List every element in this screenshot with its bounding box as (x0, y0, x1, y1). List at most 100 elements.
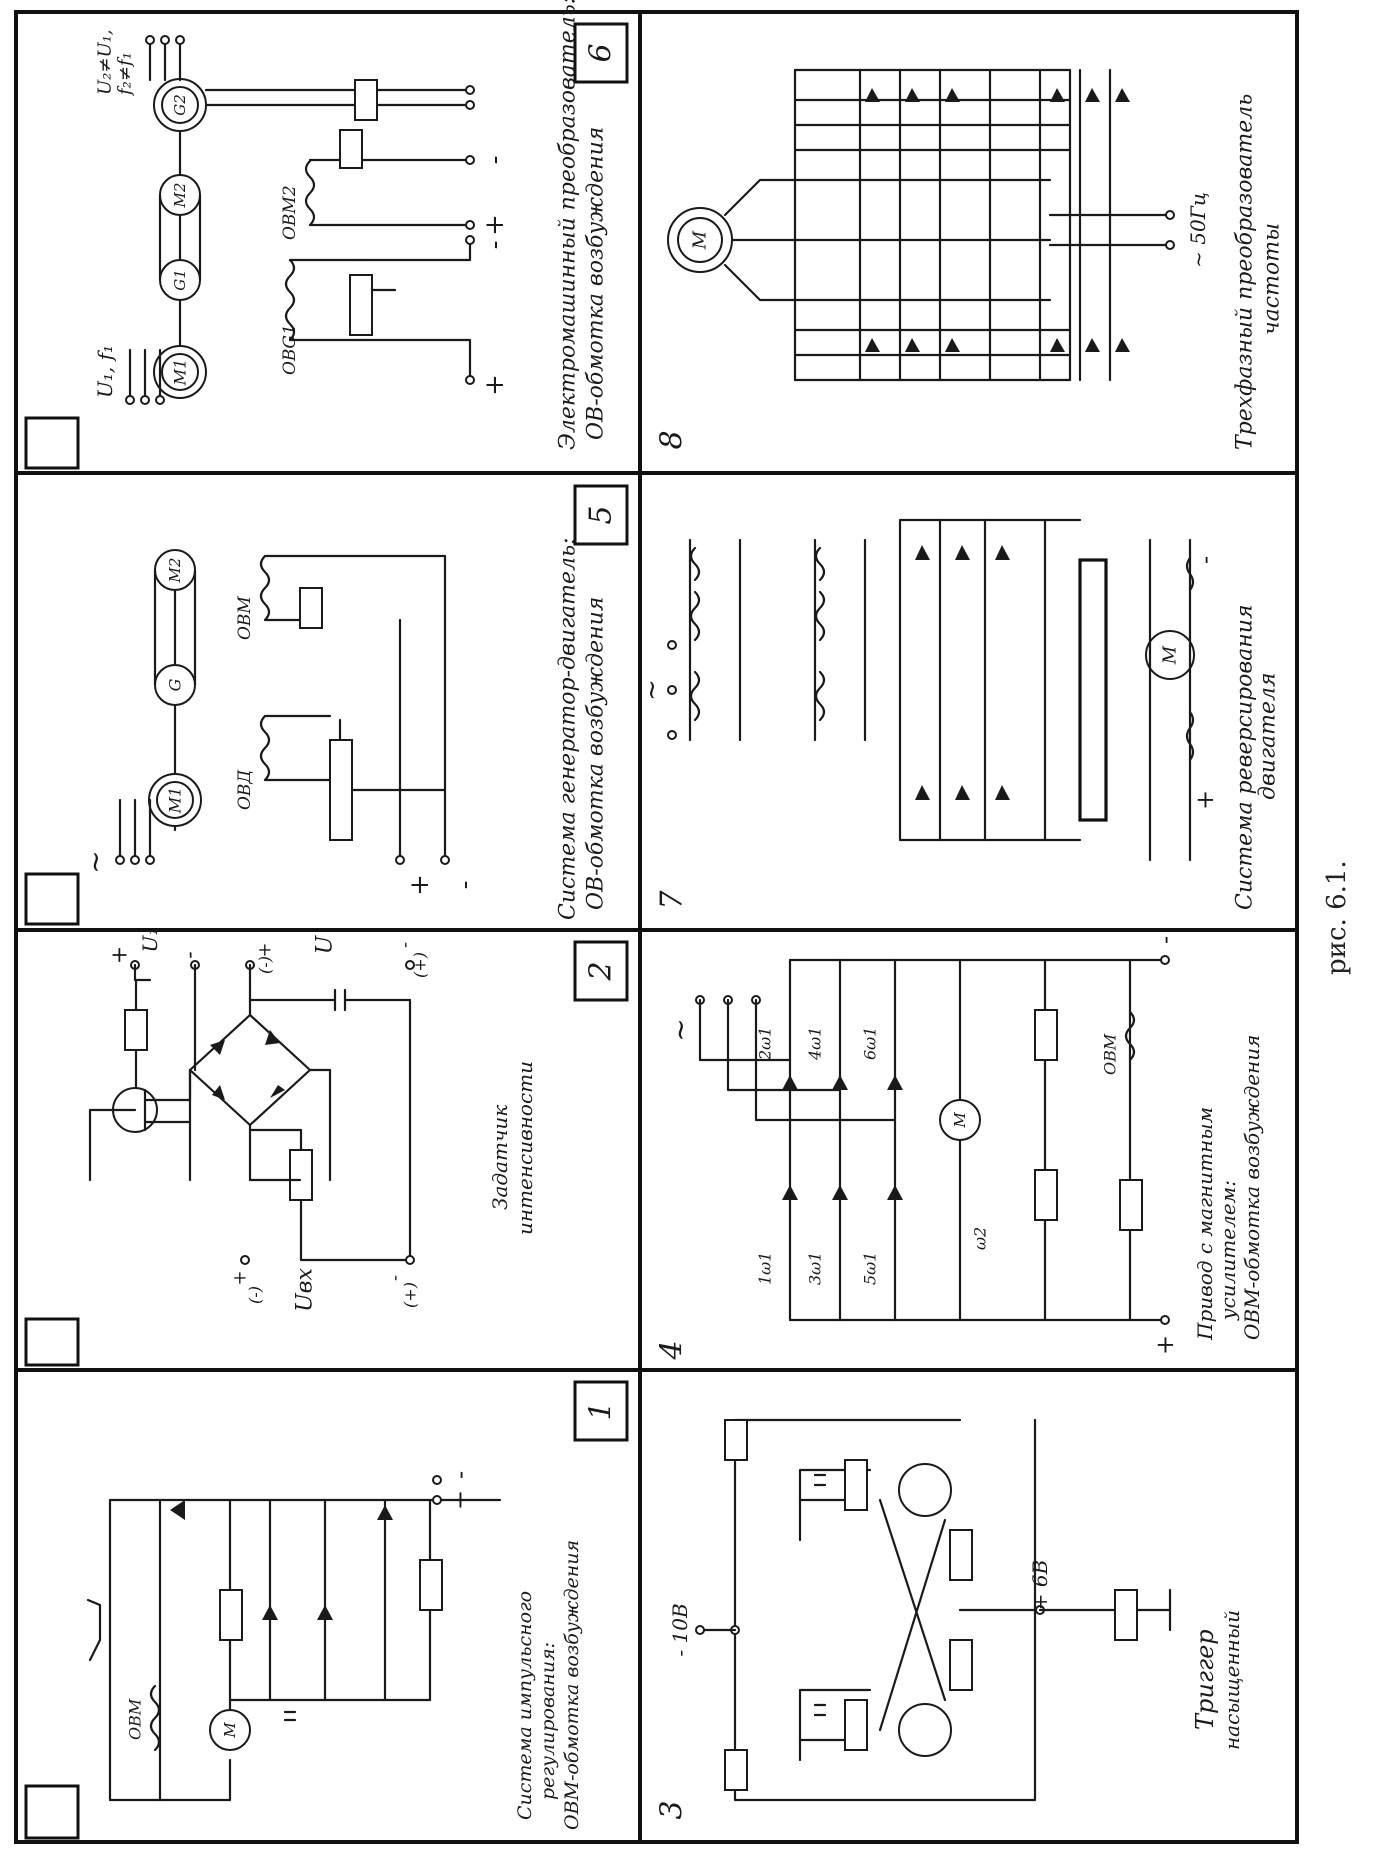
uout-minus: - (395, 942, 416, 948)
resistor-r1 (724, 1749, 748, 1791)
panel-1-number: 1 (584, 1401, 619, 1420)
uout-minus-alt: (+) (411, 952, 430, 978)
motor-label: М (951, 1112, 969, 1129)
panel-1-minus: - (446, 1471, 474, 1479)
resistor-r5 (949, 1639, 973, 1691)
panel-3-trigger: 3 - 10В + 6В Триггер насыщенный (655, 1418, 1244, 1820)
resistor-r7 (1114, 1589, 1138, 1641)
w4-label: 4ω1 (806, 1027, 825, 1061)
panel-5-caption-1: Система генератор-двигатель: (556, 538, 581, 920)
transistor-t1 (898, 1703, 952, 1757)
panel-4-number: 4 (655, 1340, 690, 1360)
w5-label: 5ω1 (861, 1252, 880, 1285)
resistor-r4 (724, 1419, 748, 1461)
w6-label: 6ω1 (861, 1027, 880, 1060)
converter-diodes (865, 88, 1130, 352)
rheostat-ovm (299, 587, 323, 629)
transformer-secondary (813, 538, 867, 742)
panel-8-number: 8 (655, 430, 690, 449)
ac-label: ~ (637, 679, 667, 701)
resistor-r2 (844, 1699, 868, 1751)
panel-2-caption-1: Задатчик (488, 1105, 512, 1210)
panel-5-minus: - (450, 881, 480, 890)
ovm2-label: ОВМ2 (280, 185, 300, 240)
panel-6-number: 6 (584, 43, 619, 62)
thyristor-bridge (915, 545, 1010, 800)
ovg1-label: ОВG1 (280, 324, 300, 375)
w1-label: 1ω1 (756, 1252, 775, 1285)
rheostat-ovg1 (349, 274, 373, 336)
ac-label: ~ (664, 1018, 697, 1041)
w2b-label: 2ω1 (756, 1027, 775, 1061)
vminus-label: - 10В (668, 1603, 692, 1656)
panel-4-magnetic-amplifier-drive: 4 ~ М ОВМ ω2 1ω1 2ω1 3ω1 4ω1 5ω1 6ω1 + -… (655, 936, 1265, 1361)
rheostat-2 (1034, 1009, 1058, 1061)
uout-label: U (313, 934, 338, 954)
g2-label: G2 (171, 94, 189, 116)
panel-7-number: 7 (655, 890, 690, 910)
resistor-r6 (949, 1529, 973, 1581)
winding-label: ОВМ (126, 1698, 145, 1740)
w3-label: 3ω1 (806, 1252, 825, 1285)
rheostat-ovm2 (339, 129, 363, 169)
rheostat-ovd (329, 739, 353, 841)
panel-4-caption-1: Привод с магнитным (1193, 1107, 1217, 1341)
resistor-r1 (124, 1009, 148, 1051)
motor-symbol (1145, 630, 1195, 680)
panel-1-pulse-regulation: 1 ОВМ М + - Система импульсного регулиро… (86, 1401, 619, 1830)
choke (1078, 558, 1108, 822)
resistor-r (219, 1589, 243, 1641)
resistor-r3 (844, 1459, 868, 1511)
panel-3-caption-2: насыщенный (1220, 1610, 1244, 1750)
panel-number-boxes (24, 22, 629, 1840)
u1-label: U₁ (138, 928, 162, 953)
g1-label: G1 (171, 269, 189, 291)
figure-caption: рис. 6.1. (1322, 860, 1352, 975)
panel-1-plus: + (446, 1490, 474, 1510)
m2-label: М2 (166, 558, 184, 584)
bridge-diodes (210, 1030, 285, 1100)
input-voltage-label: U₁, f₁ (93, 345, 117, 398)
panel-6-caption-2: ОВ-обмотка возбуждения (584, 127, 609, 440)
panel-4-caption-2: усилителем: (1216, 1180, 1240, 1321)
winding-label: ОВМ (1101, 1033, 1120, 1075)
u1-plus: + (108, 946, 133, 964)
ovd-label: ОВД (235, 769, 255, 810)
uout-plus: + (255, 942, 276, 957)
ovg1-plus: + (480, 374, 510, 396)
panel-7-reversing-system: 7 ~ М + - Система реверсирования двигате… (637, 518, 1281, 910)
panel-7-caption-2: двигателя (1256, 672, 1281, 800)
panel-8-frequency-converter: 8 М ~ 50Гц Трехфазный преобразователь (655, 68, 1285, 450)
u1-minus: - (178, 951, 203, 958)
converter-ladder (793, 98, 1072, 357)
transistor-t2 (898, 1463, 952, 1517)
uin-minus-alt: (+) (401, 1282, 420, 1308)
uin-minus: - (385, 1275, 406, 1281)
gen-label: G (166, 678, 185, 691)
panel-2-number: 2 (584, 961, 619, 981)
panel-8-caption-2: частоты (1260, 223, 1285, 335)
transformer-primary (688, 538, 742, 742)
w2-label: ω2 (971, 1227, 990, 1250)
panel-grid (14, 10, 1299, 1844)
panel-4-caption-3: ОВМ-обмотка возбуждения (1240, 1035, 1264, 1340)
panel-3-number: 3 (655, 1800, 690, 1819)
load-g2 (354, 79, 378, 121)
panel-2-intensity-setter: 2 + U₁ - + (-) U - (+) + (-) (88, 928, 619, 1312)
motor-symbol (939, 1099, 981, 1141)
panel-5-generator-motor: 5 М1 G М2 ~ ОВД ОВМ + - Система генерато… (79, 505, 619, 920)
m2-label: М2 (171, 183, 189, 209)
panel-1-caption-3: ОВМ-обмотка возбуждения (561, 1540, 583, 1830)
m1-label: М1 (166, 787, 185, 815)
panel-5-plus: + (405, 874, 435, 896)
panel-7-minus: - (1191, 556, 1219, 564)
panel-6-caption-1: Электромашинный преобразователь: (556, 0, 581, 450)
uout-plus-alt: (-) (256, 956, 275, 974)
resistor-r2 (419, 1559, 443, 1611)
panel-5-caption-2: ОВ-обмотка возбуждения (584, 597, 609, 910)
output-voltage-label: U₂≠U₁, (95, 29, 116, 95)
m1-label: М1 (171, 359, 190, 387)
input-potentiometer (289, 1149, 313, 1201)
uin-label: Uвх (293, 1268, 318, 1312)
